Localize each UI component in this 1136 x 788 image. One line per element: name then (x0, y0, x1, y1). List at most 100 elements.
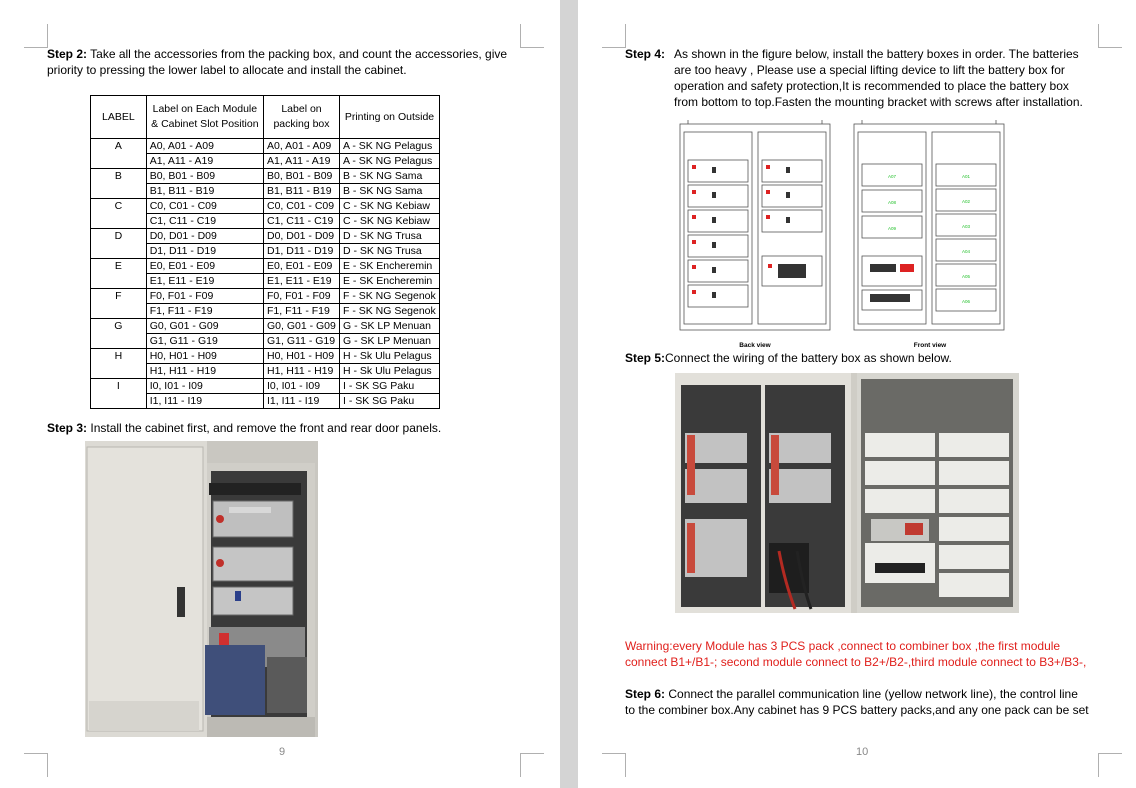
table-cell: G0, G01 - G09 (263, 318, 340, 334)
step-6-line: to the combiner box.Any cabinet has 9 PC… (625, 703, 1089, 717)
back-view-drawing (679, 120, 831, 331)
back-view-caption: Back view (739, 342, 771, 349)
table-cell: C0, C01 - C09 (145, 198, 265, 214)
table-cell: A0, A01 - A09 (145, 138, 265, 154)
label-cell: F (90, 288, 147, 304)
table-header: LABEL (90, 95, 147, 139)
step-4-line: from bottom to top.Fasten the mounting b… (674, 95, 1083, 109)
table-cell: B1, B11 - B19 (145, 183, 265, 199)
slot-label: A08 (888, 200, 897, 205)
table-cell: C0, C01 - C09 (263, 198, 340, 214)
table-cell: E0, E01 - E09 (145, 258, 265, 274)
step-6-label: Step 6: (625, 687, 666, 701)
table-header: Printing on Outside (338, 95, 441, 139)
table-cell: E1, E11 - E19 (263, 273, 340, 289)
table-cell: F0, F01 - F09 (263, 288, 340, 304)
table-cell: B0, B01 - B09 (145, 168, 265, 184)
label-mapping-table: LABEL Label on Each Module & Cabinet Slo… (90, 95, 441, 409)
table-cell: F1, F11 - F19 (145, 303, 265, 319)
step-4-line: operation and safety protection,It is re… (674, 79, 1069, 93)
step-5-label: Step 5: (625, 351, 666, 365)
step-5-text: Connect the wiring of the battery box as… (665, 351, 952, 365)
battery-installation-diagram: A07 A08 A09 A01 A02 A03 A04 A05 A06 Back… (678, 114, 1008, 350)
label-cell: B (90, 168, 147, 184)
label-cell (90, 243, 147, 259)
step-3-label: Step 3: (47, 421, 88, 435)
table-cell: D0, D01 - D09 (145, 228, 265, 244)
table-cell: I - SK SG Paku (338, 378, 441, 394)
step-4-label: Step 4: (625, 46, 665, 62)
slot-label: A02 (962, 199, 971, 204)
table-cell: E - SK Encheremin (338, 258, 441, 274)
table-cell: H - Sk Ulu Pelagus (338, 348, 441, 364)
table-cell: G - SK LP Menuan (338, 318, 441, 334)
table-cell: B - SK NG Sama (338, 168, 441, 184)
table-cell: C1, C11 - C19 (263, 213, 340, 229)
table-cell: H0, H01 - H09 (145, 348, 265, 364)
table-cell: D - SK NG Trusa (338, 243, 441, 259)
table-cell: I0, I01 - I09 (263, 378, 340, 394)
step-2-text: Take all the accessories from the packin… (47, 47, 508, 77)
step-2-paragraph: Step 2: Take all the accessories from th… (47, 46, 527, 78)
table-cell: I0, I01 - I09 (145, 378, 265, 394)
label-cell (90, 363, 147, 379)
crop-mark (24, 24, 48, 48)
warning-line: Warning:every Module has 3 PCS pack ,con… (625, 639, 1061, 653)
table-cell: F - SK NG Segenok (338, 288, 441, 304)
label-cell: C (90, 198, 147, 214)
table-cell: C - SK NG Kebiaw (338, 198, 441, 214)
table-cell: E - SK Encheremin (338, 273, 441, 289)
table-cell: F0, F01 - F09 (145, 288, 265, 304)
table-cell: B - SK NG Sama (338, 183, 441, 199)
document-page-10: Step 4: As shown in the figure below, in… (578, 0, 1136, 788)
table-cell: A1, A11 - A19 (145, 153, 265, 169)
table-header: Label on packing box (263, 95, 340, 139)
table-cell: D1, D11 - D19 (263, 243, 340, 259)
table-cell: D0, D01 - D09 (263, 228, 340, 244)
slot-label: A03 (962, 224, 971, 229)
crop-mark (520, 753, 544, 777)
slot-label: A01 (962, 174, 971, 179)
step-4-line: are too heavy , Please use a special lif… (674, 63, 1065, 77)
label-cell: E (90, 258, 147, 274)
table-cell: B1, B11 - B19 (263, 183, 340, 199)
table-cell: A1, A11 - A19 (263, 153, 340, 169)
table-cell: H1, H11 - H19 (145, 363, 265, 379)
table-cell: F - SK NG Segenok (338, 303, 441, 319)
cabinet-photo (85, 441, 318, 737)
table-cell: I - SK SG Paku (338, 393, 441, 409)
table-cell: G - SK LP Menuan (338, 333, 441, 349)
label-cell (90, 183, 147, 199)
table-header-row: LABEL Label on Each Module & Cabinet Slo… (90, 95, 441, 139)
table-cell: A0, A01 - A09 (263, 138, 340, 154)
page-number: 10 (856, 746, 869, 758)
table-cell: E1, E11 - E19 (145, 273, 265, 289)
front-view-drawing (853, 120, 1005, 331)
crop-mark (1098, 24, 1122, 48)
step-6-line: Connect the parallel communication line … (668, 687, 1078, 701)
slot-label: A06 (962, 299, 971, 304)
table-cell: H1, H11 - H19 (263, 363, 340, 379)
label-cell (90, 153, 147, 169)
label-cell: G (90, 318, 147, 334)
table-cell: E0, E01 - E09 (263, 258, 340, 274)
label-cell (90, 213, 147, 229)
crop-mark (1098, 753, 1122, 777)
step-2-label: Step 2: (47, 47, 88, 61)
step-3-text: Install the cabinet first, and remove th… (90, 421, 442, 435)
table-cell: A - SK NG Pelagus (338, 153, 441, 169)
slot-label: A09 (888, 226, 897, 231)
wiring-photo (675, 373, 1019, 613)
table-cell: G1, G11 - G19 (145, 333, 265, 349)
front-view-caption: Front view (914, 342, 947, 349)
